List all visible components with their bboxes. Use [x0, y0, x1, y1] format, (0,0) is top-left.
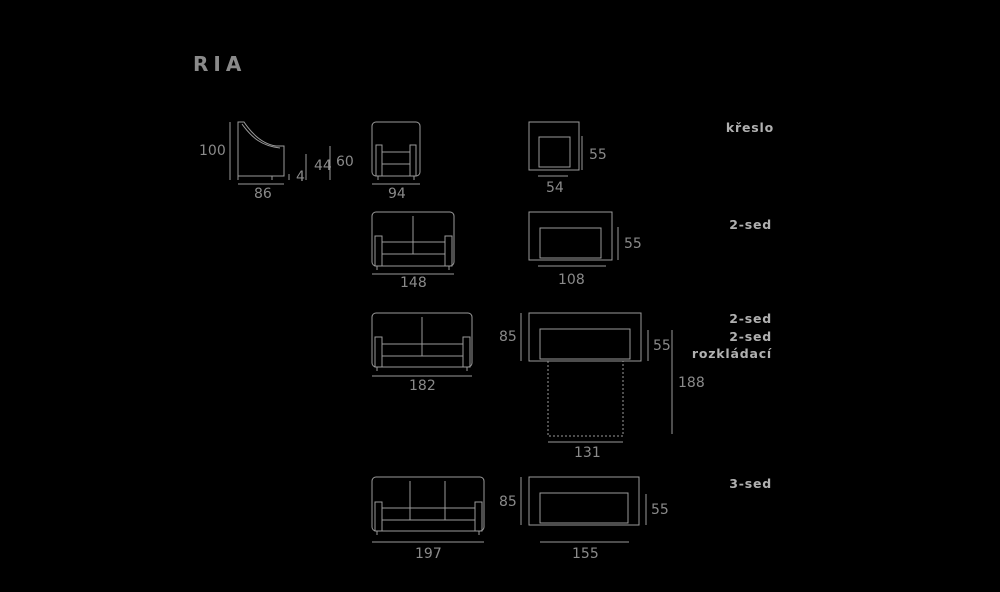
dim-arm-height: 60	[336, 154, 354, 170]
armchair-front-view	[371, 121, 421, 185]
product-title: RIA	[193, 52, 247, 76]
dim-2sedr-top-width: 131	[574, 445, 601, 461]
label-3-sed: 3-sed	[729, 476, 772, 491]
sofa2-bed-front-view	[371, 312, 473, 377]
dim-kreslo-top-depth: 55	[589, 147, 607, 163]
label-2-sed-second: 2-sed	[729, 311, 772, 326]
label-2-sed: 2-sed	[729, 217, 772, 232]
dim-seat-height: 44	[314, 158, 332, 174]
sofa3-top-view	[520, 476, 647, 543]
dim-2sed-front-width: 148	[400, 275, 427, 291]
label-rozkladaci: rozkládací	[691, 346, 772, 361]
sofa2-bed-top-view	[520, 312, 673, 443]
sofa2-top-view	[528, 211, 619, 267]
armchair-side-view	[229, 121, 331, 185]
armchair-top-view	[528, 121, 583, 177]
dim-kreslo-front-width: 94	[388, 186, 406, 202]
sofa3-front-view	[371, 476, 485, 543]
dim-3sed-seat-depth: 55	[651, 502, 669, 518]
sofa2-front-view	[371, 211, 455, 275]
dim-3sed-front-width: 197	[415, 546, 442, 562]
dim-2sedr-seat-depth: 55	[653, 338, 671, 354]
dim-leg: 4	[296, 169, 305, 185]
dim-kreslo-top-width: 54	[546, 180, 564, 196]
dim-3sed-top-width: 155	[572, 546, 599, 562]
label-kreslo: křeslo	[725, 120, 774, 135]
dim-side-width: 86	[254, 186, 272, 202]
dim-side-height: 100	[199, 143, 226, 159]
dim-2sedr-front-width: 182	[409, 378, 436, 394]
dim-2sed-top-width: 108	[558, 272, 585, 288]
dim-3sed-depth: 85	[499, 494, 517, 510]
dim-2sedr-open-length: 188	[678, 375, 705, 391]
label-2-sed-rozkladaci: 2-sed	[729, 329, 772, 344]
dim-2sed-top-depth: 55	[624, 236, 642, 252]
dim-2sedr-depth: 85	[499, 329, 517, 345]
